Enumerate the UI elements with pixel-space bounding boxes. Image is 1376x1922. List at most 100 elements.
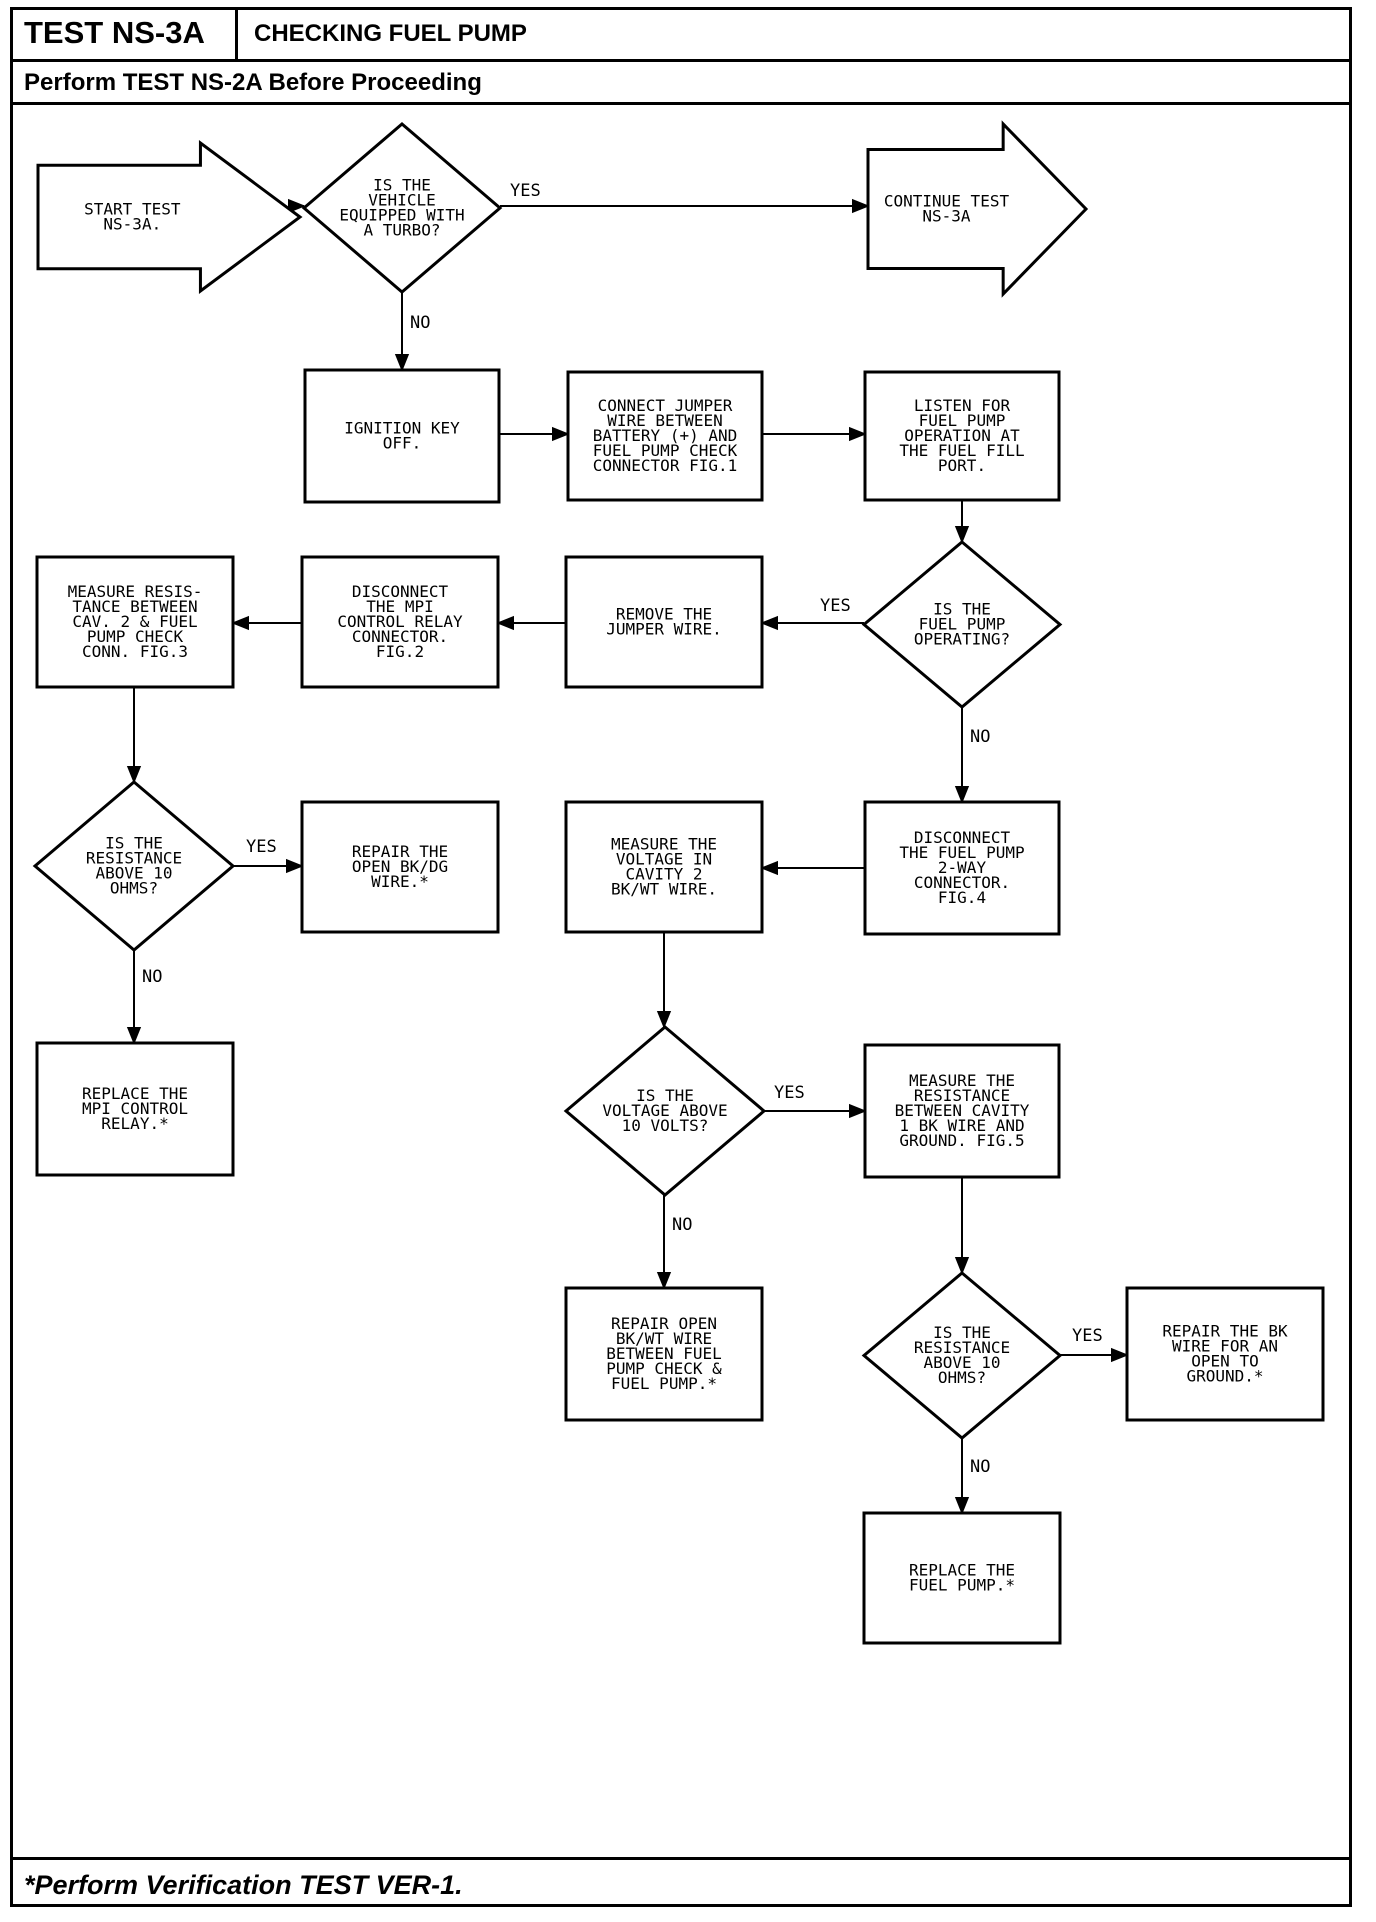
node-text-line: MEASURE THE bbox=[909, 1071, 1015, 1090]
node-text-line: VOLTAGE IN bbox=[616, 850, 712, 869]
node-text-line: ABOVE 10 bbox=[923, 1353, 1000, 1372]
node-text-line: CONTROL RELAY bbox=[337, 612, 463, 631]
node-text-line: FUEL PUMP bbox=[919, 411, 1006, 430]
node-text-line: CONNECT JUMPER bbox=[598, 396, 733, 415]
test-title: CHECKING FUEL PUMP bbox=[254, 20, 527, 47]
node-text-line: IS THE bbox=[933, 1323, 991, 1342]
node-text-line: FIG.2 bbox=[376, 642, 424, 661]
node-text-line: OPERATION AT bbox=[904, 426, 1020, 445]
node-text-line: REPLACE THE bbox=[82, 1084, 188, 1103]
node-text-line: THE FUEL FILL bbox=[899, 441, 1024, 460]
node-text-line: IS THE bbox=[105, 834, 163, 853]
flow-edge-q-volt-to-repair-bkwt: NO bbox=[656, 1195, 692, 1290]
node-text-line: OPEN TO bbox=[1191, 1352, 1258, 1371]
process-box bbox=[862, 1511, 1062, 1645]
process-box bbox=[35, 1041, 235, 1177]
node-text-line: REPAIR THE BK bbox=[1162, 1322, 1288, 1341]
test-id: TEST NS-3A bbox=[10, 7, 238, 59]
node-text-line: RESISTANCE bbox=[914, 1086, 1010, 1105]
node-text-line: WIRE BETWEEN bbox=[607, 411, 723, 430]
node-text-line: A TURBO? bbox=[363, 221, 440, 240]
flow-edge-q-res1-to-replace-relay: NO bbox=[126, 950, 162, 1045]
node-text-line: OHMS? bbox=[110, 879, 158, 898]
node-text-line: RESISTANCE bbox=[914, 1338, 1010, 1357]
node-text-line: FUEL PUMP bbox=[919, 615, 1006, 634]
node-text-line: PUMP CHECK bbox=[87, 627, 184, 646]
node-text-line: OPERATING? bbox=[914, 630, 1010, 649]
flow-edge-q-turbo-to-ign-off: NO bbox=[394, 292, 430, 372]
node-text-line: IS THE bbox=[373, 176, 431, 195]
node-text-line: CONNECTOR. bbox=[352, 627, 448, 646]
node-text-line: DISCONNECT bbox=[914, 828, 1011, 847]
node-text-line: THE MPI bbox=[366, 597, 433, 616]
edge-label: NO bbox=[970, 727, 990, 747]
node-text-line: BETWEEN FUEL bbox=[606, 1344, 722, 1363]
decision-diamond bbox=[861, 1271, 1063, 1440]
node-text-line: MEASURE THE bbox=[611, 835, 717, 854]
node-text-line: CONN. FIG.3 bbox=[82, 642, 188, 661]
node-text-line: GROUND. FIG.5 bbox=[899, 1131, 1024, 1150]
node-text-line: BK/WT WIRE bbox=[616, 1329, 712, 1348]
edge-label: YES bbox=[774, 1083, 805, 1103]
prerequisite-bar: Perform TEST NS-2A Before Proceeding bbox=[10, 62, 1352, 105]
node-text-line: MEASURE RESIS- bbox=[68, 582, 203, 601]
decision-diamond bbox=[32, 780, 236, 952]
process-box bbox=[1125, 1286, 1325, 1422]
node-text-line: THE FUEL PUMP bbox=[899, 843, 1024, 862]
page-frame bbox=[10, 7, 1352, 1907]
node-text-line: VOLTAGE ABOVE bbox=[602, 1101, 727, 1120]
node-text-line: IS THE bbox=[636, 1086, 694, 1105]
node-text-line: JUMPER WIRE. bbox=[606, 620, 722, 639]
node-text-line: ABOVE 10 bbox=[95, 864, 172, 883]
node-text-line: VEHICLE bbox=[368, 191, 435, 210]
flow-edge-q-res1-to-repair-bkdg: YES bbox=[233, 837, 304, 874]
decision-diamond bbox=[563, 1025, 767, 1197]
node-text-line: IGNITION KEY bbox=[344, 419, 460, 438]
process-box bbox=[303, 368, 501, 504]
prerequisite-note: Perform TEST NS-2A Before Proceeding bbox=[24, 69, 482, 96]
node-text-line: TANCE BETWEEN bbox=[72, 597, 197, 616]
node-text-line: CAV. 2 & FUEL bbox=[72, 612, 197, 631]
node-text-line: FIG.4 bbox=[938, 888, 986, 907]
node-text-line: 10 VOLTS? bbox=[622, 1116, 709, 1135]
flow-edge-q-operating-to-disc-pump: NO bbox=[954, 707, 990, 804]
edge-label: NO bbox=[142, 967, 162, 987]
node-text-line: 1 BK WIRE AND bbox=[899, 1116, 1024, 1135]
node-text-line: BETWEEN CAVITY bbox=[895, 1101, 1030, 1120]
process-box bbox=[566, 370, 764, 502]
terminal-arrow bbox=[36, 140, 303, 294]
terminal-arrow bbox=[866, 120, 1089, 298]
process-box bbox=[564, 555, 764, 689]
node-text-line: FUEL PUMP.* bbox=[611, 1374, 717, 1393]
process-box bbox=[863, 1043, 1061, 1179]
